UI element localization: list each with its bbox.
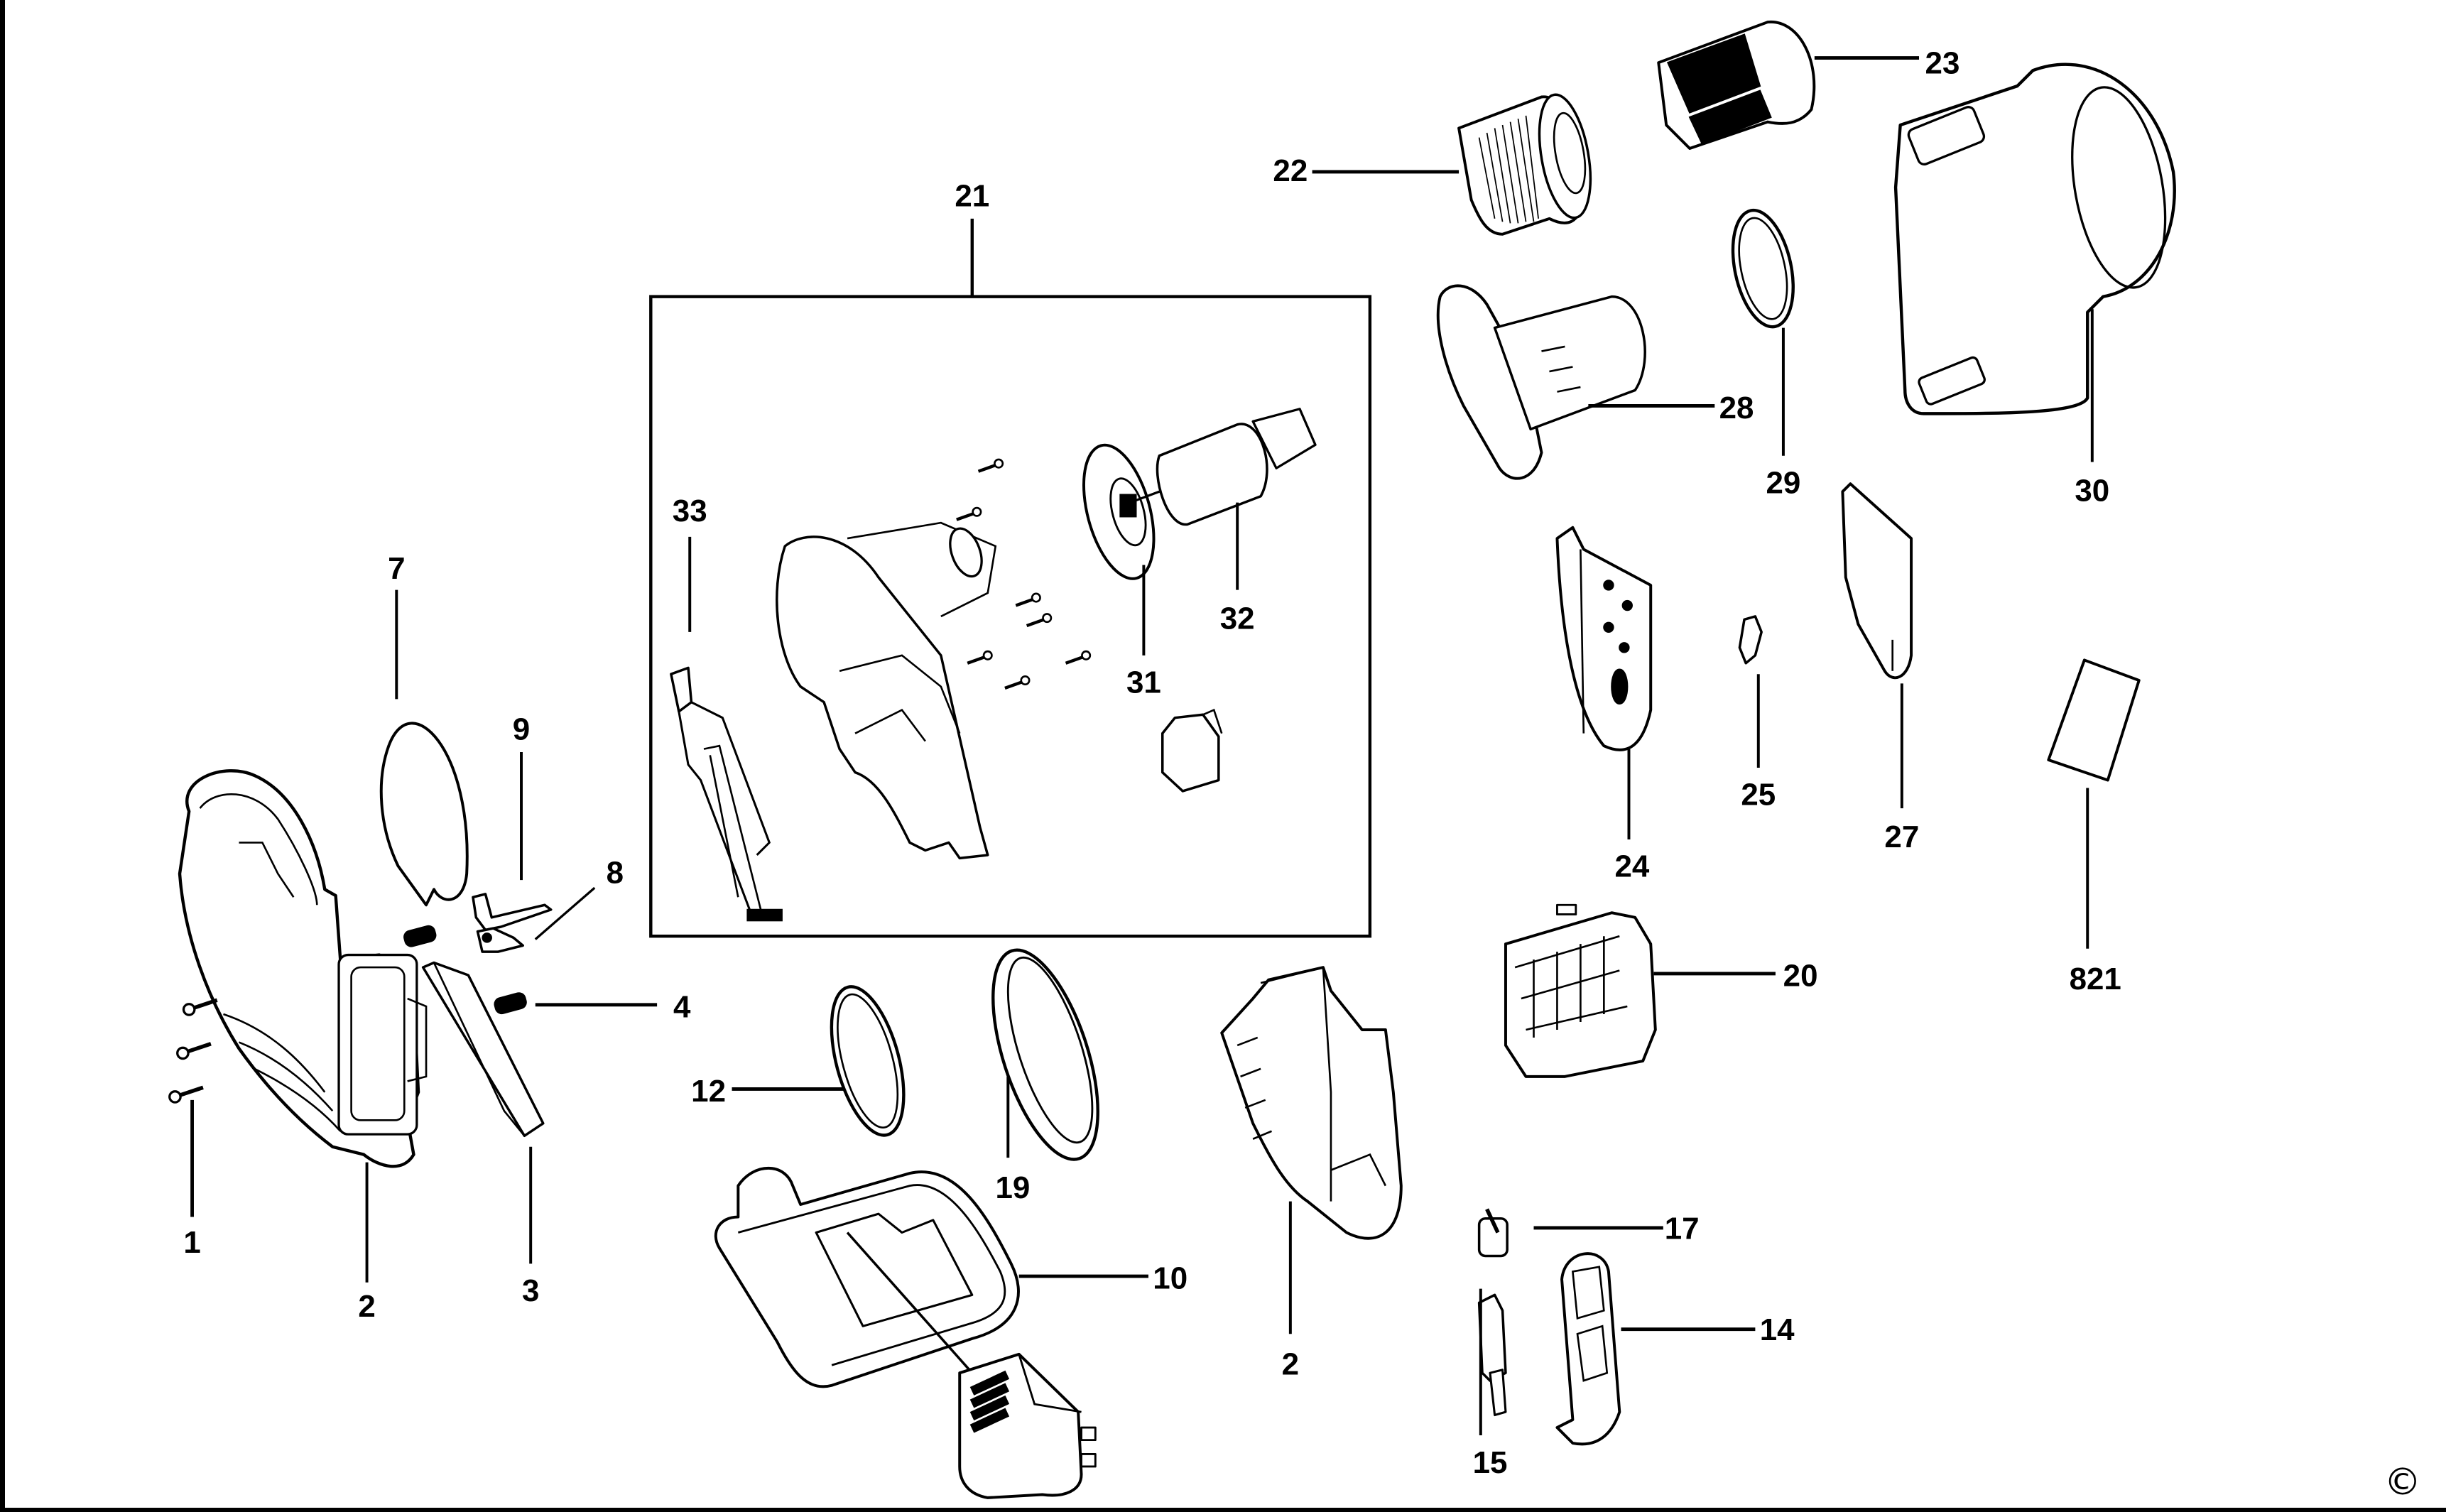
assembly-21-box: 21 [649, 178, 1372, 938]
callout-24: 24 [1614, 849, 1649, 884]
callout-9: 9 [513, 712, 530, 746]
screw-icon [176, 1042, 212, 1060]
part-lever[interactable] [472, 893, 553, 932]
callout-27: 27 [1884, 820, 1919, 854]
part-motor-housing[interactable] [776, 521, 997, 860]
part-charging-base[interactable] [714, 1167, 1020, 1388]
callout-2-right: 2 [1282, 1347, 1299, 1381]
part-housing-right[interactable] [1220, 966, 1403, 1240]
callout-25: 25 [1741, 778, 1776, 812]
screw-icon [182, 998, 218, 1016]
part-side-cover[interactable] [1555, 526, 1653, 751]
part-spring[interactable] [403, 925, 527, 1015]
part-bracket[interactable] [1161, 708, 1223, 793]
callout-12: 12 [691, 1074, 726, 1109]
screw-icon [956, 506, 982, 521]
callout-10: 10 [1153, 1261, 1187, 1296]
exploded-parts-diagram: 21 [168, 21, 2422, 1504]
part-battery-pack[interactable] [1504, 903, 1657, 1078]
screw-icon [977, 458, 1004, 473]
part-side-panel[interactable] [1841, 482, 1913, 680]
part-switch-cover[interactable] [1555, 1252, 1621, 1446]
part-motor-screws[interactable] [956, 458, 1092, 690]
callout-32: 32 [1220, 601, 1255, 636]
callout-8: 8 [607, 856, 624, 891]
callout-14: 14 [1760, 1312, 1795, 1347]
callout-31: 31 [1126, 665, 1161, 700]
callout-1: 1 [183, 1225, 200, 1260]
part-clip[interactable] [1738, 615, 1763, 665]
part-fan[interactable] [1071, 437, 1167, 586]
callout-33: 33 [673, 494, 707, 528]
part-charger-adapter[interactable] [958, 1352, 1097, 1499]
callout-29: 29 [1766, 465, 1801, 500]
callout-2-left: 2 [358, 1289, 375, 1324]
callout-7: 7 [388, 551, 405, 586]
callout-3: 3 [522, 1273, 539, 1308]
part-button[interactable] [1477, 1208, 1509, 1258]
part-o-ring[interactable] [817, 979, 918, 1143]
callout-30: 30 [2075, 473, 2109, 508]
callout-19: 19 [995, 1170, 1030, 1205]
callout-20: 20 [1783, 958, 1818, 993]
part-slider[interactable] [1477, 1293, 1507, 1417]
part-filter-cartridge[interactable] [1657, 21, 1816, 150]
part-switch-wiring[interactable] [670, 666, 783, 922]
part-motor[interactable] [1134, 408, 1317, 526]
screw-icon [1026, 613, 1053, 628]
callout-17: 17 [1665, 1211, 1700, 1246]
part-label-plate[interactable] [2047, 658, 2141, 782]
screw-icon [168, 1085, 204, 1104]
screw-icon [1004, 675, 1031, 690]
screw-icon [1065, 650, 1092, 665]
callout-15: 15 [1473, 1445, 1508, 1480]
screw-icon [1015, 592, 1041, 607]
part-ring-frame[interactable] [972, 938, 1119, 1172]
copyright-symbol: © [2384, 1461, 2422, 1504]
callout-22: 22 [1273, 153, 1308, 188]
part-latch[interactable] [476, 927, 524, 953]
part-filter-cage[interactable] [1436, 284, 1646, 480]
callout-21: 21 [955, 178, 989, 213]
part-gasket[interactable] [1723, 205, 1803, 332]
part-pleated-filter[interactable] [1457, 91, 1599, 236]
callout-labels: 1 2 3 4 7 8 9 10 12 19 2 33 31 32 22 23 … [183, 46, 2121, 1480]
part-dust-bowl[interactable] [1893, 62, 2179, 415]
callout-23: 23 [1925, 46, 1960, 81]
callout-28: 28 [1719, 391, 1754, 425]
part-screws[interactable] [168, 998, 218, 1104]
leader-lines [190, 56, 2094, 1436]
part-foam-pad[interactable] [421, 961, 545, 1138]
screw-icon [967, 650, 993, 665]
part-seal-ring[interactable] [379, 722, 469, 907]
callout-821: 821 [2070, 962, 2121, 996]
part-housing-left[interactable] [178, 769, 428, 1168]
callout-4: 4 [673, 989, 691, 1024]
